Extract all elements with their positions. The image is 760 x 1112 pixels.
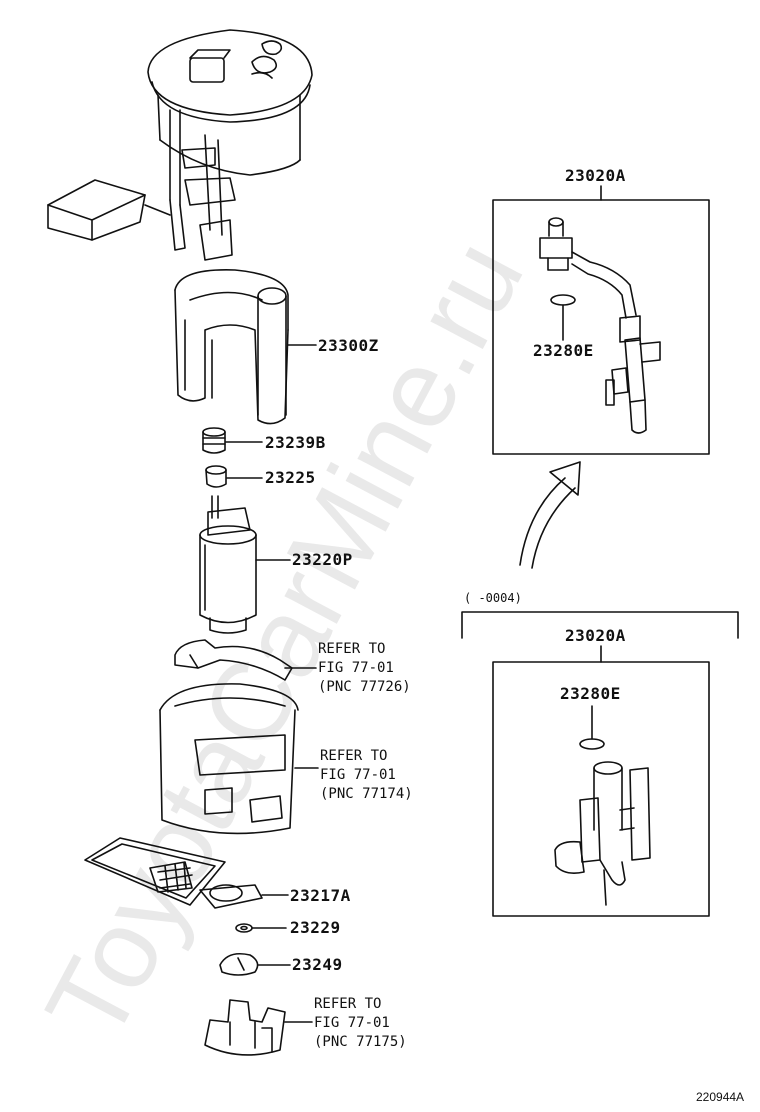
cup-77174-drawing bbox=[159, 683, 299, 835]
reference-line: (PNC 77175) bbox=[314, 1034, 407, 1050]
bracket-77175-drawing bbox=[204, 999, 286, 1056]
part-23239b-drawing bbox=[202, 427, 226, 454]
label-23280e-bottom: 23280E bbox=[560, 684, 621, 703]
part-23249-drawing bbox=[219, 952, 259, 976]
diagram-code: 220944A bbox=[696, 1090, 745, 1104]
oring-23280e-top-drawing bbox=[550, 294, 576, 306]
label-23300z: 23300Z bbox=[318, 336, 379, 355]
oring-23280e-bottom-drawing bbox=[579, 738, 605, 750]
reference-77174: REFER TO FIG 77-01 (PNC 77174) bbox=[320, 747, 413, 804]
housing-23300z-drawing bbox=[174, 269, 289, 425]
range-note: ( -0004) bbox=[464, 591, 522, 605]
reference-line: FIG 77-01 bbox=[314, 1015, 390, 1031]
fuel-pump-23220p-drawing bbox=[199, 495, 257, 634]
reference-line: REFER TO bbox=[314, 996, 382, 1012]
reference-77175: REFER TO FIG 77-01 (PNC 77175) bbox=[314, 995, 407, 1052]
curved-arrow bbox=[519, 461, 581, 569]
pressure-regulator-bottom-drawing bbox=[554, 761, 651, 906]
label-23249: 23249 bbox=[292, 955, 343, 974]
range-bracket bbox=[461, 611, 739, 639]
label-23229: 23229 bbox=[290, 918, 341, 937]
label-23020a-top: 23020A bbox=[565, 166, 626, 185]
sender-gauge-drawing bbox=[47, 179, 171, 241]
label-23220p: 23220P bbox=[292, 550, 353, 569]
label-23239b: 23239B bbox=[265, 433, 326, 452]
pressure-regulator-top-drawing bbox=[539, 217, 661, 434]
fuel-pump-flange-drawing bbox=[147, 29, 313, 261]
part-23225-drawing bbox=[205, 465, 227, 488]
reference-line: FIG 77-01 bbox=[320, 767, 396, 783]
reference-line: (PNC 77726) bbox=[318, 679, 411, 695]
label-23217a: 23217A bbox=[290, 886, 351, 905]
reference-line: REFER TO bbox=[320, 748, 388, 764]
label-23280e-top: 23280E bbox=[533, 341, 594, 360]
reference-line: FIG 77-01 bbox=[318, 660, 394, 676]
bracket-77726-drawing bbox=[174, 639, 293, 681]
reference-77726: REFER TO FIG 77-01 (PNC 77726) bbox=[318, 640, 411, 697]
reference-line: REFER TO bbox=[318, 641, 386, 657]
reference-line: (PNC 77174) bbox=[320, 786, 413, 802]
label-23020a-bottom: 23020A bbox=[565, 626, 626, 645]
part-23229-drawing bbox=[235, 923, 253, 933]
filter-23217a-drawing bbox=[84, 837, 263, 909]
box-23020a-top bbox=[492, 199, 710, 455]
label-23225: 23225 bbox=[265, 468, 316, 487]
